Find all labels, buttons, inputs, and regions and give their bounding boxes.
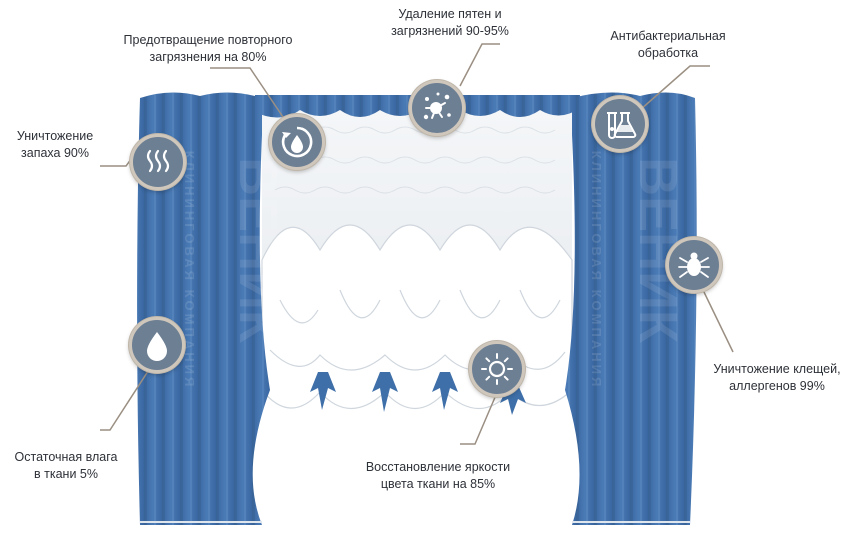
right-drape: [565, 92, 697, 525]
label-stains: Удаление пятен и загрязнений 90-95%: [391, 7, 509, 38]
leader-lines: [100, 43, 734, 445]
leader-brightness: [460, 394, 497, 445]
badge-odor: [130, 134, 186, 190]
leader-moisture: [100, 364, 153, 431]
recycle-drop-icon: [281, 126, 313, 158]
left-drape: [137, 92, 270, 525]
badge-moisture: [129, 317, 185, 373]
leader-recontamination: [210, 67, 286, 121]
leader-mites: [702, 289, 734, 353]
label-recontamination: Предотвращение повторного загрязнения на…: [123, 33, 293, 64]
badge-antibacterial: [592, 96, 648, 152]
sun-icon: [481, 353, 513, 385]
label-moisture: Остаточная влага в ткани 5%: [14, 450, 118, 481]
label-antibacterial: Антибактериальная обработка: [610, 29, 726, 60]
badge-recontamination: [269, 114, 325, 170]
badge-mites: [666, 237, 722, 293]
badge-brightness: [469, 341, 525, 397]
watermark: ВЕНИК: [228, 157, 288, 344]
leader-odor: [100, 157, 133, 167]
lab-flask-icon: [607, 112, 637, 139]
leader-stains: [459, 43, 500, 87]
mite-bug-icon: [678, 252, 710, 278]
label-odor: Уничтожение запаха 90%: [16, 129, 94, 160]
watermark-sub-left: КЛИНИНГОВАЯ КОМПАНИЯ: [182, 151, 197, 390]
label-mites: Уничтожение клещей, аллергенов 99%: [713, 362, 841, 393]
leader-antibacterial: [639, 65, 710, 111]
austrian-swags: [261, 224, 573, 410]
steam-waves-icon: [146, 149, 170, 173]
splash-stain-icon: [423, 92, 451, 120]
watermark-sub-right: КЛИНИНГОВАЯ КОМПАНИЯ: [589, 151, 604, 390]
badge-stains: [409, 80, 465, 136]
label-brightness: Восстановление яркости цвета ткани на 85…: [365, 460, 511, 491]
water-drop-icon: [147, 332, 167, 361]
